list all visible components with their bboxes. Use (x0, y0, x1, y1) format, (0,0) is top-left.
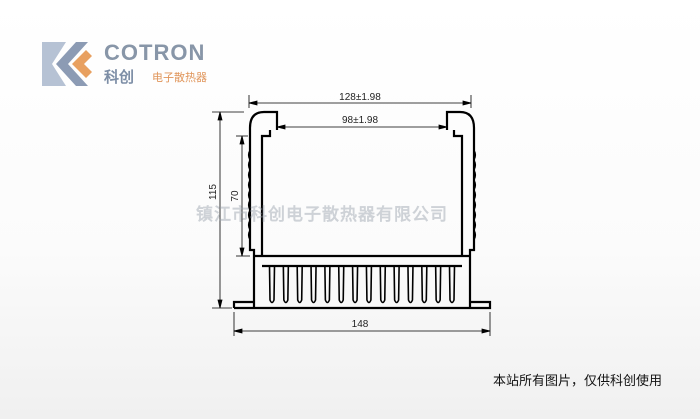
dim-height-total-label: 115 (208, 184, 219, 200)
usage-note: 本站所有图片，仅供科创使用 (492, 374, 662, 389)
heatsink-fin (379, 265, 387, 304)
cotron-logo-icon (42, 42, 92, 86)
profile-left-wall-inner (260, 130, 272, 255)
logo-brand-en: COTRON (104, 40, 206, 65)
heatsink-fin (434, 265, 442, 304)
heatsink-fin (310, 265, 317, 304)
dim-top-outer-label: 128±1.98 (339, 92, 381, 103)
profile-right-wall (445, 110, 476, 308)
heatsink-fin (421, 265, 428, 304)
heatsink-fin (296, 265, 303, 304)
heatsink-fin (324, 265, 331, 304)
dim-height-cavity-label: 70 (230, 190, 241, 202)
dim-base-width-label: 148 (352, 319, 369, 330)
profile-right-wall-inner (452, 130, 464, 255)
heatsink-fin (407, 265, 414, 304)
heatsink-fin (337, 265, 345, 304)
heatsink-fin (448, 265, 456, 304)
company-watermark: 镇江市科创电子散热器有限公司 (196, 205, 448, 225)
dim-top-inner-label: 98±1.98 (342, 115, 379, 126)
logo-brand-sub: 电子散热器 (152, 71, 207, 84)
heatsink-fin (351, 265, 359, 304)
profile-base (232, 300, 492, 310)
heatsink-fin (268, 265, 276, 304)
heatsink-fin (282, 265, 290, 304)
heatsink-fin (365, 265, 373, 304)
profile-fin-root (254, 254, 470, 268)
logo-brand-cn: 科创 (104, 68, 135, 86)
heatsink-fin (393, 265, 400, 304)
